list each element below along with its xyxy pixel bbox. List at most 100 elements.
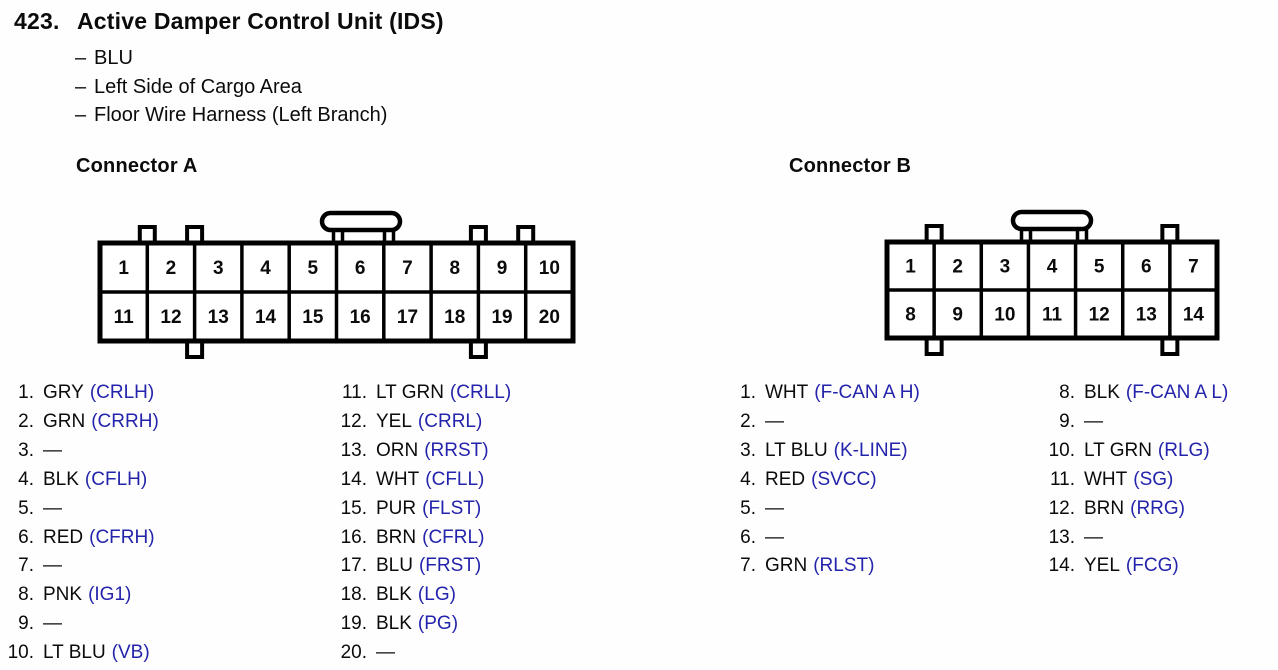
pin-number: 8. xyxy=(18,584,34,606)
pin-row: 3.LT BLU(K-LINE) xyxy=(728,437,920,466)
wire-color: BLK xyxy=(376,584,412,606)
pin-row: 9.— xyxy=(6,610,159,639)
cavity-number: 4 xyxy=(1047,257,1058,278)
pin-row: 4.BLK(CFLH) xyxy=(6,466,159,495)
pin-number: 16. xyxy=(340,526,367,548)
signal-name: (F-CAN A H) xyxy=(814,382,920,403)
cavity-number: 2 xyxy=(166,258,177,279)
wire-color: BLK xyxy=(376,613,412,635)
pin-number: 10. xyxy=(1048,439,1075,461)
wire-color: — xyxy=(43,555,62,577)
cavity-number: 8 xyxy=(905,305,916,326)
cavity-number: 5 xyxy=(308,258,319,279)
pin-number: 6. xyxy=(740,526,756,548)
pin-row: 10.LT BLU(VB) xyxy=(6,639,159,668)
signal-name: (CRRL) xyxy=(417,410,483,432)
dash: – xyxy=(75,104,87,126)
cavity-number: 12 xyxy=(1089,305,1110,326)
wire-color: — xyxy=(376,642,395,664)
detail-item: –Left Side of Cargo Area xyxy=(75,73,387,102)
cavity-number: 12 xyxy=(160,307,181,328)
pin-row: 2.GRN(CRRH) xyxy=(6,408,159,437)
pin-row: 13.ORN(RRST) xyxy=(330,437,511,466)
pin-row: 1.WHT(F-CAN A H) xyxy=(728,379,920,408)
pin-row: 14.YEL(FCG) xyxy=(1038,552,1228,581)
pin-number: 8. xyxy=(1059,382,1075,403)
wire-color: BLU xyxy=(376,555,413,577)
pin-row: 12.BRN(RRG) xyxy=(1038,495,1228,524)
pin-row: 6.RED(CFRH) xyxy=(6,524,159,553)
signal-name: (VB) xyxy=(111,642,150,664)
cavity-number: 14 xyxy=(255,307,277,328)
cavity-number: 11 xyxy=(114,307,135,328)
pin-row: 9.— xyxy=(1038,408,1228,437)
connector-b-pin-list-1: 1.WHT(F-CAN A H)2.—3.LT BLU(K-LINE)4.RED… xyxy=(728,379,920,581)
signal-name: (IG1) xyxy=(88,584,132,606)
pin-number: 17. xyxy=(340,555,367,577)
cavity-number: 13 xyxy=(1136,305,1157,326)
pin-row: 10.LT GRN(RLG) xyxy=(1038,437,1228,466)
pin-row: 4.RED(SVCC) xyxy=(728,466,920,495)
wire-color: YEL xyxy=(1084,555,1120,577)
cavity-number: 16 xyxy=(350,307,371,328)
cavity-number: 7 xyxy=(402,258,413,279)
pin-number: 11. xyxy=(1049,468,1075,490)
pin-number: 15. xyxy=(340,497,367,519)
wire-color: LT BLU xyxy=(43,642,106,664)
cavity-number: 6 xyxy=(355,258,366,279)
cavity-number: 10 xyxy=(994,305,1015,326)
signal-name: (FRST) xyxy=(418,555,482,577)
pin-row: 20.— xyxy=(330,639,511,668)
cavity-number: 18 xyxy=(444,307,465,328)
detail-text: Floor Wire Harness (Left Branch) xyxy=(94,104,388,126)
cavity-number: 5 xyxy=(1094,257,1105,278)
cavity-number: 13 xyxy=(208,307,229,328)
pin-row: 19.BLK(PG) xyxy=(330,610,511,639)
pin-row: 16.BRN(CFRL) xyxy=(330,524,511,553)
cavity-number: 8 xyxy=(449,258,460,279)
cavity-number: 14 xyxy=(1183,305,1205,326)
pin-row: 5.— xyxy=(728,495,920,524)
pin-number: 12. xyxy=(1048,497,1075,519)
cavity-number: 2 xyxy=(952,257,963,278)
signal-name: (LG) xyxy=(417,584,456,606)
wire-color: — xyxy=(765,410,784,432)
cavity-number: 9 xyxy=(952,305,963,326)
pin-row: 6.— xyxy=(728,524,920,553)
detail-text: Left Side of Cargo Area xyxy=(94,75,302,98)
signal-name: (SG) xyxy=(1133,468,1174,490)
wire-color: BLK xyxy=(43,468,79,490)
signal-name: (CRRH) xyxy=(91,410,159,432)
wire-color: — xyxy=(765,497,784,519)
signal-name: (CFLL) xyxy=(425,468,485,490)
latch-handle xyxy=(319,210,403,233)
wire-color: — xyxy=(43,497,62,519)
pin-row: 3.— xyxy=(6,437,159,466)
connector-b-heading: Connector B xyxy=(789,155,912,177)
signal-name: (CRLH) xyxy=(89,382,155,403)
pin-number: 1. xyxy=(18,382,34,403)
connector-b-pin-list-2: 8.BLK(F-CAN A L)9.—10.LT GRN(RLG)11.WHT(… xyxy=(1038,379,1229,581)
wire-color: WHT xyxy=(1084,468,1128,490)
pin-row: 13.— xyxy=(1038,524,1228,553)
page-title: Active Damper Control Unit (IDS) xyxy=(77,8,444,34)
pin-row: 11. WHT(SG) xyxy=(1038,466,1228,495)
pin-row: 11.LT GRN(CRLL) xyxy=(330,379,511,408)
pin-number: 9. xyxy=(1059,410,1075,432)
cavity-number: 11 xyxy=(1042,305,1063,326)
dash: – xyxy=(75,47,87,69)
pin-row: 2.— xyxy=(728,408,920,437)
pin-row: 5.— xyxy=(6,495,159,524)
wire-color: — xyxy=(43,613,62,635)
cavity-number: 1 xyxy=(905,257,916,278)
pin-number: 6. xyxy=(18,526,34,548)
wire-color: PNK xyxy=(43,584,83,606)
wire-color: WHT xyxy=(765,382,809,403)
pin-row: 7.GRN(RLST) xyxy=(728,552,920,581)
wire-color: GRN xyxy=(765,555,808,577)
wire-color: LT GRN xyxy=(376,382,444,403)
pin-number: 3. xyxy=(18,439,34,461)
unit-details-list: –BLU–Left Side of Cargo Area–Floor Wire … xyxy=(75,44,387,130)
